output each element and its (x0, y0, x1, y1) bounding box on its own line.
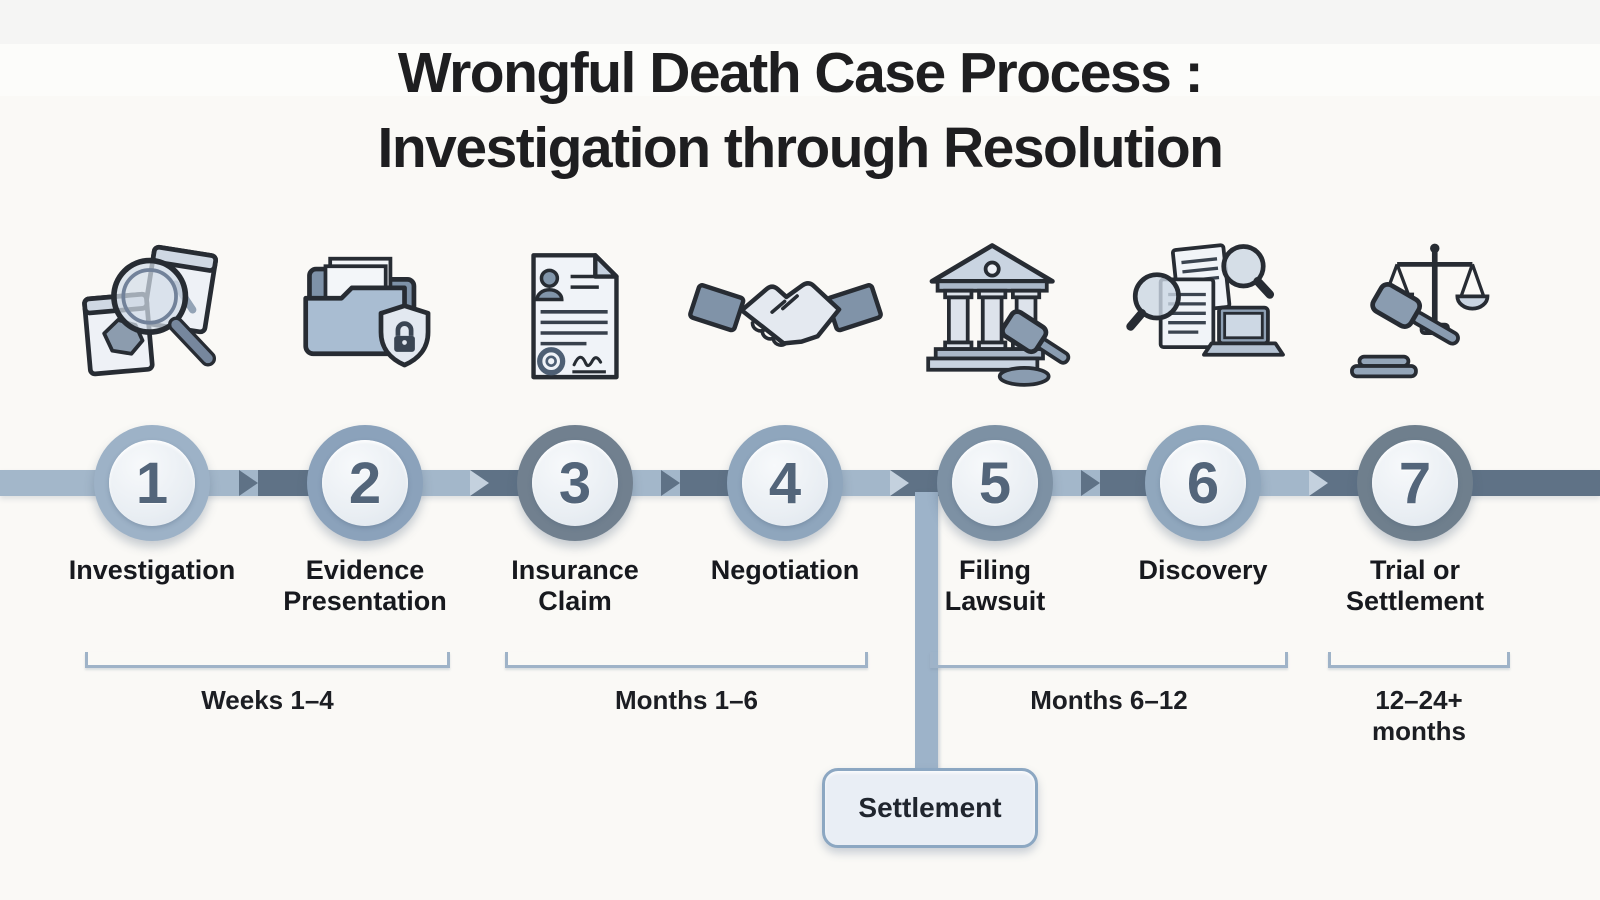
bracket-line (85, 652, 450, 668)
duration-label: 12–24+ months (1372, 685, 1466, 746)
duration-bracket-weeks-1-4: Weeks 1–4 (85, 652, 450, 716)
step-5-filing-lawsuit: 5 Filing Lawsuit (885, 235, 1105, 665)
bottom-strip (0, 0, 1600, 44)
evidence-magnifier-icon (67, 235, 237, 400)
step-number: 1 (135, 450, 169, 516)
duration-label: Months 1–6 (614, 685, 759, 715)
document-review-icon (1118, 235, 1288, 400)
step-circle: 4 (727, 425, 843, 541)
title-line-2: Investigation through Resolution (377, 116, 1224, 181)
step-label: Evidence Presentation (283, 555, 447, 617)
bracket-line (505, 652, 868, 668)
duration-bracket-months-6-12: Months 6–12 (930, 652, 1288, 716)
title-line-1: Wrongful Death Case Process : (397, 41, 1204, 105)
duration-label: Weeks 1–4 (201, 685, 334, 715)
step-number: 3 (558, 450, 592, 516)
step-2-evidence-presentation: 2 Evidence Presentation (255, 235, 475, 665)
step-circle-inner: 6 (1160, 440, 1246, 526)
step-3-insurance-claim: 3 Insurance Claim (465, 235, 685, 665)
claim-document-icon (490, 235, 660, 400)
step-number: 4 (768, 450, 802, 516)
step-circle: 7 (1357, 425, 1473, 541)
settlement-box: Settlement (822, 768, 1038, 848)
settlement-connector (915, 492, 938, 772)
label-band-strip (0, 0, 1600, 96)
step-label: Negotiation (710, 555, 860, 585)
arrow-chevron-icon (470, 470, 489, 496)
duration-label: Months 6–12 (1030, 685, 1188, 715)
arrow-chevron-icon (661, 470, 680, 496)
step-7-trial-or-settlement: 7 Trial or Settlement (1305, 235, 1525, 665)
step-circle-inner: 7 (1372, 440, 1458, 526)
duration-bracket-months-1-6: Months 1–6 (505, 652, 868, 716)
gavel-scales-icon (1330, 235, 1500, 400)
courthouse-gavel-icon (910, 235, 1080, 400)
step-circle-inner: 1 (109, 440, 195, 526)
step-circle: 3 (517, 425, 633, 541)
step-1-investigation: 1 Investigation (42, 235, 262, 665)
handshake-icon (687, 235, 883, 400)
step-circle: 2 (307, 425, 423, 541)
step-6-discovery: 6 Discovery (1093, 235, 1313, 665)
step-label: Investigation (68, 555, 236, 585)
arrow-chevron-icon (1081, 470, 1100, 496)
step-circle: 5 (937, 425, 1053, 541)
step-number: 5 (978, 450, 1012, 516)
step-4-negotiation: 4 Negotiation (675, 235, 895, 665)
settlement-label: Settlement (858, 792, 1002, 823)
bracket-line (930, 652, 1288, 668)
bracket-line (1328, 652, 1510, 668)
step-number: 2 (348, 450, 382, 516)
arrow-chevron-icon (239, 470, 258, 496)
step-circle-inner: 5 (952, 440, 1038, 526)
arrow-chevron-icon (890, 470, 909, 496)
step-circle: 6 (1145, 425, 1261, 541)
step-circle-inner: 2 (322, 440, 408, 526)
page-title: Wrongful Death Case Process : Investigat… (0, 36, 1600, 186)
step-number: 7 (1398, 450, 1432, 516)
step-circle: 1 (94, 425, 210, 541)
step-circle-inner: 4 (742, 440, 828, 526)
step-label: Insurance Claim (511, 555, 639, 617)
arrow-chevron-icon (1309, 470, 1328, 496)
secure-evidence-folder-icon (280, 235, 450, 400)
step-label: Filing Lawsuit (944, 555, 1046, 617)
duration-bracket-12-24-months: 12–24+ months (1328, 652, 1510, 747)
step-label: Discovery (1138, 555, 1268, 585)
step-circle-inner: 3 (532, 440, 618, 526)
step-number: 6 (1186, 450, 1220, 516)
step-label: Trial or Settlement (1345, 555, 1485, 617)
